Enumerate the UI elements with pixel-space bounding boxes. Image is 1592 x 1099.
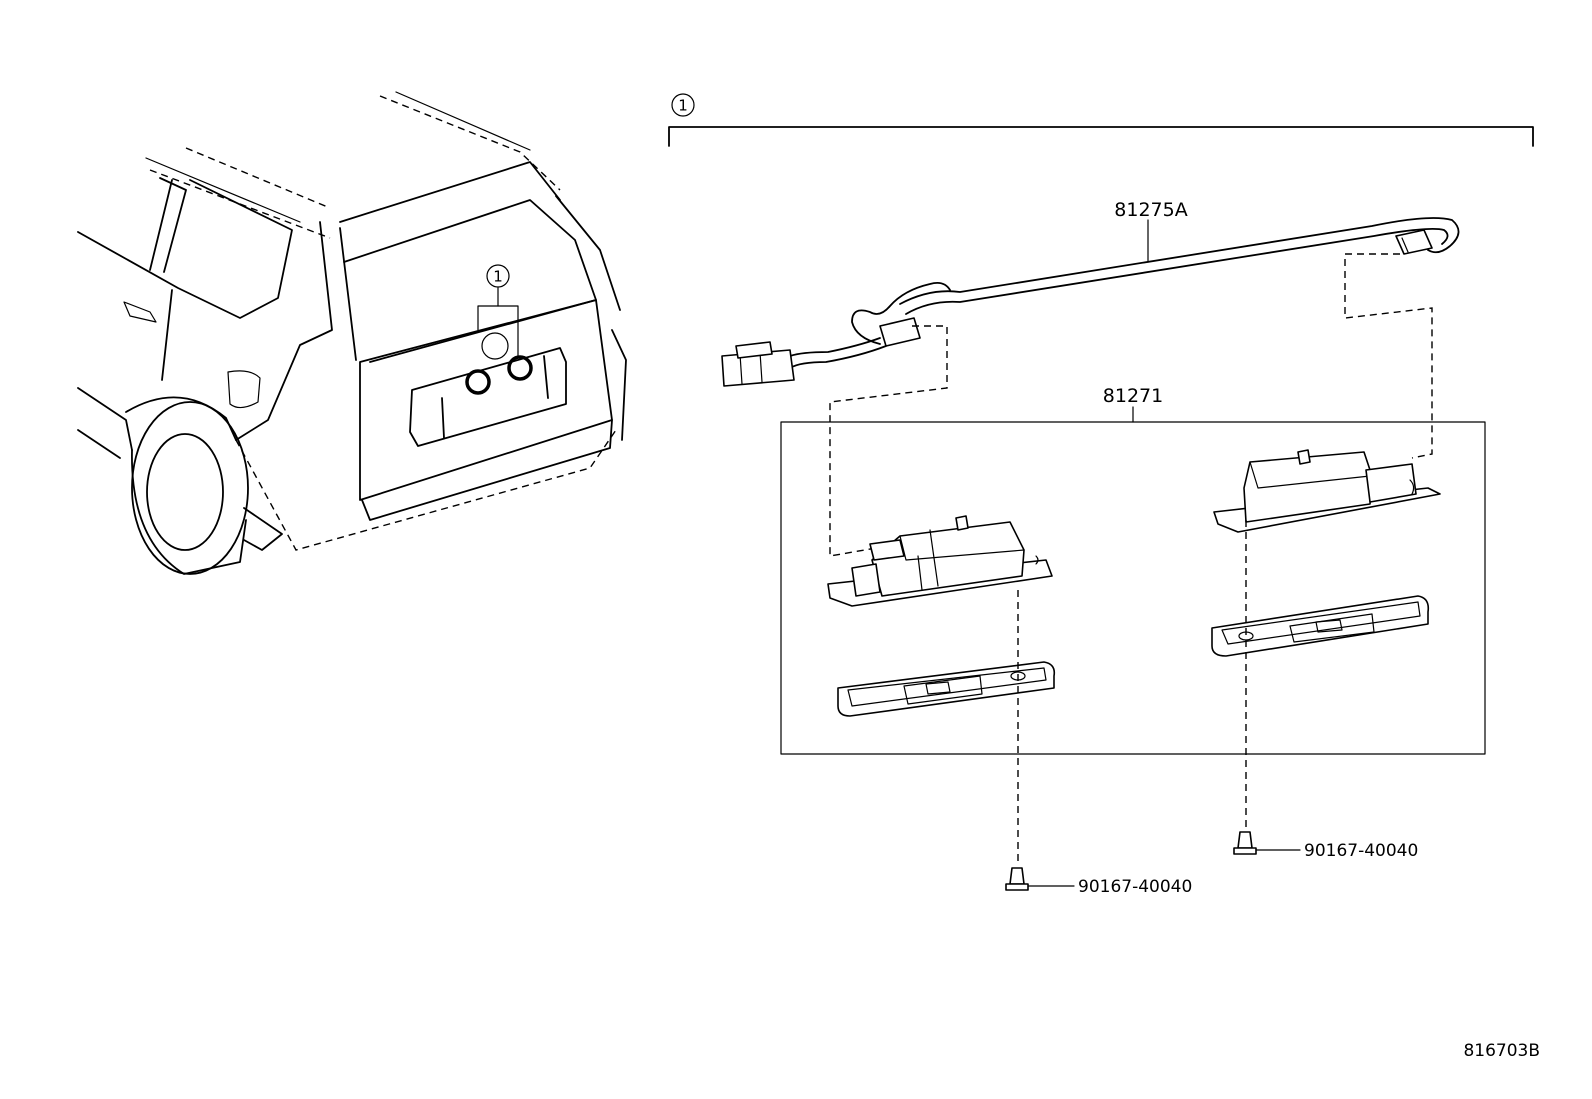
callout-number-car: 1: [493, 268, 503, 286]
lamp-assembly-box: 81271: [780, 385, 1486, 755]
part-label-harness: 81275A: [1114, 199, 1187, 221]
figure-id: 816703B: [1463, 1041, 1540, 1061]
connection-line-right-lamp: [1344, 253, 1433, 459]
lamp-lens-left: [837, 661, 1056, 717]
part-label-screw-right: 90167-40040: [1304, 841, 1418, 861]
vehicle-illustration: 1: [77, 91, 627, 575]
callout-circle-car: [486, 264, 510, 288]
license-lamp-right: [1213, 449, 1441, 533]
part-label-lamp-assy: 81271: [1103, 385, 1163, 407]
connection-line-left-lamp: [829, 325, 948, 557]
assembly-bracket: 1: [668, 93, 1534, 147]
callout-circle-assembly: [671, 93, 695, 117]
screw-left: 90167-40040: [1005, 867, 1192, 897]
callout-number-assembly: 1: [678, 97, 688, 115]
lamp-location-left: [465, 369, 491, 395]
lamp-lens-right: [1211, 595, 1430, 657]
screw-right: 90167-40040: [1233, 831, 1418, 861]
lamp-location-right: [507, 355, 533, 381]
wire-harness: 81275A: [721, 199, 1460, 387]
license-lamp-left: [827, 515, 1053, 607]
part-label-screw-left: 90167-40040: [1078, 877, 1192, 897]
